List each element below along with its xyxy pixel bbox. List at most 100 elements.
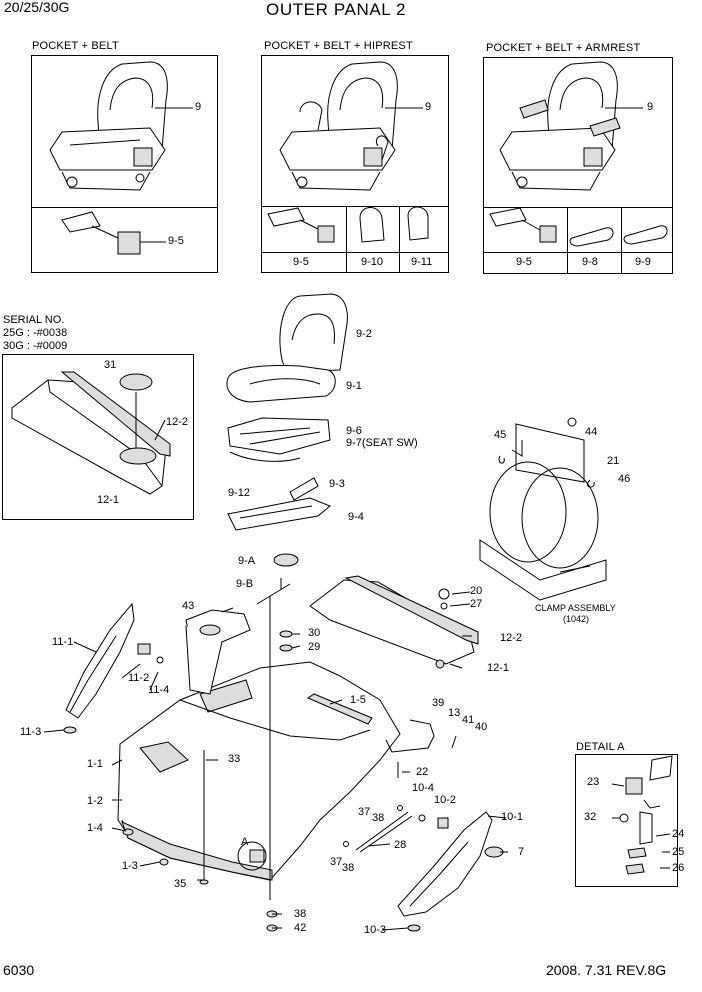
variant-1-panel (31, 55, 218, 273)
serial-note-panel (2, 354, 194, 520)
part-label-42: 42 (294, 922, 307, 934)
part-label-40: 40 (475, 721, 488, 733)
detail-label-24: 24 (672, 828, 685, 840)
seat-pocket-belt-drawing (49, 61, 193, 191)
part-label-38-lower: 38 (342, 862, 355, 874)
variant-1-seat-label: 9 (195, 101, 202, 113)
clamp-assembly-subcaption: (1042) (563, 614, 590, 624)
part-label-33: 33 (228, 753, 241, 765)
part-label-41: 41 (462, 714, 475, 726)
page-title: OUTER PANAL 2 (266, 0, 407, 19)
variant-2-caption: POCKET + BELT + HIPREST (264, 40, 413, 52)
seat-label-9-7: 9-7(SEAT SW) (346, 437, 418, 449)
clamp-assembly-caption: CLAMP ASSEMBLY (535, 603, 616, 613)
variant-2-panel (261, 55, 449, 273)
variant-3-col-divider-a (567, 207, 568, 274)
seat-label-9-4: 9-4 (348, 511, 364, 523)
part-label-38-bottom: 38 (294, 908, 307, 920)
seat-label-9-1: 9-1 (346, 380, 362, 392)
seat-label-9-3: 9-3 (329, 478, 345, 490)
part-label-10-2: 10-2 (434, 794, 457, 806)
main-body-drawing (43, 575, 508, 932)
seat-label-9-2: 9-2 (356, 328, 372, 340)
part-label-1-4: 1-4 (87, 822, 103, 834)
serial-label-12-2: 12-2 (166, 416, 189, 428)
part-label-7: 7 (518, 846, 525, 858)
hiprest-parts-drawing (267, 206, 429, 243)
variant-1-divider (31, 207, 218, 208)
variant-1-part-label: 9-5 (168, 235, 184, 247)
variant-2-divider (261, 206, 449, 207)
part-label-1-2: 1-2 (87, 795, 103, 807)
detail-a-panel (575, 754, 678, 887)
serial-label-31: 31 (104, 359, 117, 371)
clamp-label-46: 46 (618, 473, 631, 485)
clamp-label-44: 44 (585, 426, 598, 438)
model-label: 20/25/30G (4, 0, 70, 15)
variant-3-divider (483, 207, 673, 208)
seat-label-9-12: 9-12 (228, 487, 251, 499)
variant-3-part-label-a: 9-5 (516, 256, 532, 268)
part-label-29: 29 (308, 641, 321, 653)
part-label-11-4: 11-4 (148, 684, 170, 696)
variant-2-seat-label: 9 (425, 101, 432, 113)
variant-3-caption: POCKET + BELT + ARMREST (486, 42, 641, 54)
variant-2-part-label-c: 9-11 (411, 256, 433, 268)
serial-note-line-1: 25G : -#0038 (3, 327, 68, 339)
part-label-11-3: 11-3 (20, 726, 42, 738)
part-label-38-upper: 38 (372, 812, 385, 824)
seat-belt-drawing-1 (61, 211, 166, 255)
variant-3-part-label-c: 9-9 (635, 256, 651, 268)
part-label-37-lower: 37 (330, 856, 343, 868)
serial-label-12-1: 12-1 (97, 494, 120, 506)
variant-3-label-row (483, 252, 673, 253)
variant-3-seat-label: 9 (647, 101, 654, 113)
variant-2-part-label-a: 9-5 (293, 256, 309, 268)
part-label-43: 43 (182, 600, 195, 612)
variant-2-label-row (261, 252, 449, 253)
part-label-13: 13 (448, 707, 461, 719)
rear-cover-serial-drawing (11, 371, 171, 495)
detail-label-23: 23 (587, 776, 600, 788)
detail-a-drawing (611, 755, 673, 875)
part-label-12-2: 12-2 (500, 632, 523, 644)
detail-label-25: 25 (672, 846, 685, 858)
part-label-27: 27 (470, 598, 483, 610)
part-label-11-2: 11-2 (128, 672, 150, 684)
part-label-35: 35 (174, 878, 187, 890)
variant-3-col-divider-b (621, 207, 622, 274)
part-label-1-3: 1-3 (122, 860, 138, 872)
detail-label-32: 32 (584, 811, 597, 823)
page-number: 6030 (3, 962, 35, 978)
serial-note-line-2: 30G : -#0009 (3, 340, 68, 352)
center-seat-drawing (226, 293, 348, 605)
part-label-20: 20 (470, 585, 483, 597)
variant-3-panel (483, 57, 673, 274)
part-label-10-1: 10-1 (501, 811, 524, 823)
variant-2-col-divider-a (346, 206, 347, 273)
part-label-28: 28 (394, 839, 407, 851)
clamp-label-45: 45 (494, 429, 507, 441)
variant-3-part-label-b: 9-8 (582, 256, 598, 268)
part-label-22: 22 (416, 766, 429, 778)
variant-2-part-label-b: 9-10 (361, 256, 384, 268)
detail-a-marker: A (241, 836, 249, 848)
clamp-assembly-drawing (479, 417, 607, 601)
part-label-30: 30 (308, 627, 321, 639)
seat-label-9-6: 9-6 (346, 425, 362, 437)
part-label-12-1: 12-1 (487, 662, 510, 674)
detail-a-title: DETAIL A (576, 741, 625, 753)
armrest-parts-drawing (489, 207, 668, 247)
seat-label-9-b: 9-B (236, 578, 254, 590)
serial-note-title: SERIAL NO. (3, 314, 65, 326)
part-label-1-5: 1-5 (350, 694, 366, 706)
part-label-11-1: 11-1 (52, 636, 74, 648)
part-label-1-1: 1-1 (87, 758, 103, 770)
variant-1-caption: POCKET + BELT (32, 40, 119, 52)
part-label-10-4: 10-4 (412, 782, 435, 794)
revision-label: 2008. 7.31 REV.8G (546, 962, 667, 978)
detail-label-26: 26 (672, 862, 685, 874)
clamp-label-21: 21 (607, 455, 620, 467)
variant-2-col-divider-b (399, 206, 400, 273)
